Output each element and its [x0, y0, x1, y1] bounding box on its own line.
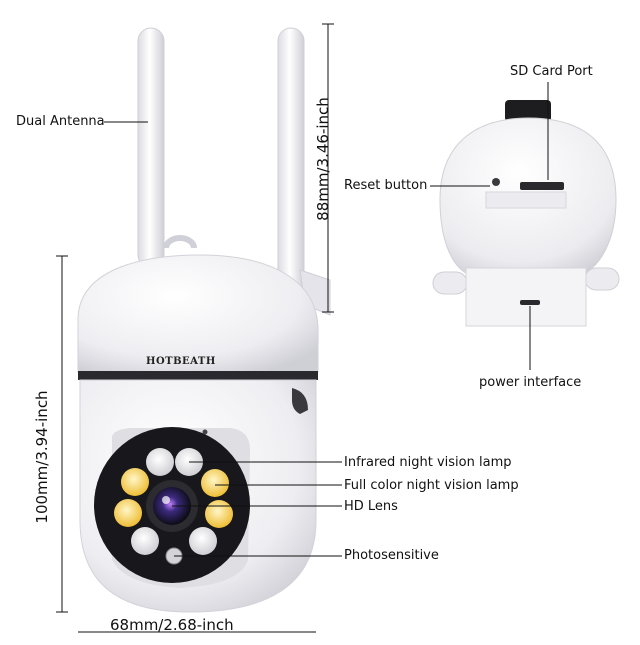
- dimension-body-height: 100mm/3.94-inch: [33, 390, 51, 524]
- warm-led: [205, 500, 233, 528]
- ir-led: [189, 527, 217, 555]
- label-infrared-lamp: Infrared night vision lamp: [344, 455, 512, 470]
- camera-top-dome: [77, 254, 319, 380]
- label-photosensitive: Photosensitive: [344, 548, 439, 563]
- rear-view-camera: [432, 100, 620, 327]
- callout-lines: [56, 23, 549, 633]
- brand-logo: HOTBEATH: [146, 356, 216, 367]
- dimension-antenna-height: 88mm/3.46-inch: [314, 97, 332, 221]
- ir-led: [131, 527, 159, 555]
- label-full-color-lamp: Full color night vision lamp: [344, 478, 519, 493]
- warm-led: [114, 499, 142, 527]
- antenna-left: [137, 27, 165, 269]
- label-sd-card-port: SD Card Port: [510, 64, 593, 79]
- mount-hook: [163, 235, 197, 249]
- label-dual-antenna: Dual Antenna: [16, 114, 105, 129]
- antenna-right: [277, 27, 331, 316]
- label-hd-lens: HD Lens: [344, 499, 398, 514]
- ir-led: [146, 448, 174, 476]
- label-reset-button: Reset button: [344, 178, 428, 193]
- warm-led: [201, 469, 229, 497]
- dimension-body-width: 68mm/2.68-inch: [110, 616, 234, 634]
- label-power-interface: power interface: [479, 375, 582, 390]
- warm-led: [121, 468, 149, 496]
